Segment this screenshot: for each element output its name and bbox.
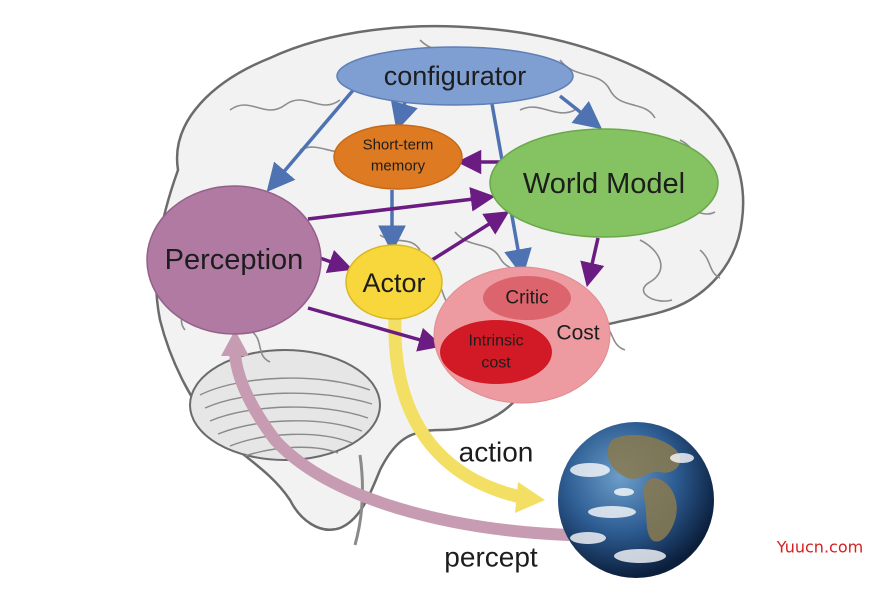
action-arrow-head xyxy=(515,482,545,513)
actor-label: Actor xyxy=(362,268,425,298)
short-term-memory-label-line2: memory xyxy=(371,158,426,175)
percept-label: percept xyxy=(444,542,538,573)
intrinsic-cost-label-line2: cost xyxy=(481,355,511,372)
intrinsic-cost-ellipse xyxy=(440,320,552,384)
intrinsic-cost-label-line1: Intrinsic xyxy=(468,333,523,350)
module-world-model: World Model xyxy=(490,129,718,237)
module-critic: Critic xyxy=(483,276,571,320)
world-model-label: World Model xyxy=(523,168,685,200)
critic-label: Critic xyxy=(505,288,548,309)
cost-label: Cost xyxy=(556,322,599,345)
watermark: Yuucn.com xyxy=(776,538,863,557)
short-term-memory-label-line1: Short-term xyxy=(363,137,434,154)
perception-label: Perception xyxy=(165,244,304,276)
module-intrinsic-cost: Intrinsic cost xyxy=(440,320,552,384)
earth-image xyxy=(558,422,714,578)
configurator-label: configurator xyxy=(384,61,527,91)
module-perception: Perception xyxy=(147,186,321,334)
action-label: action xyxy=(459,437,534,468)
module-configurator: configurator xyxy=(337,47,573,105)
module-short-term-memory: Short-term memory xyxy=(334,125,462,189)
module-actor: Actor xyxy=(346,245,442,319)
